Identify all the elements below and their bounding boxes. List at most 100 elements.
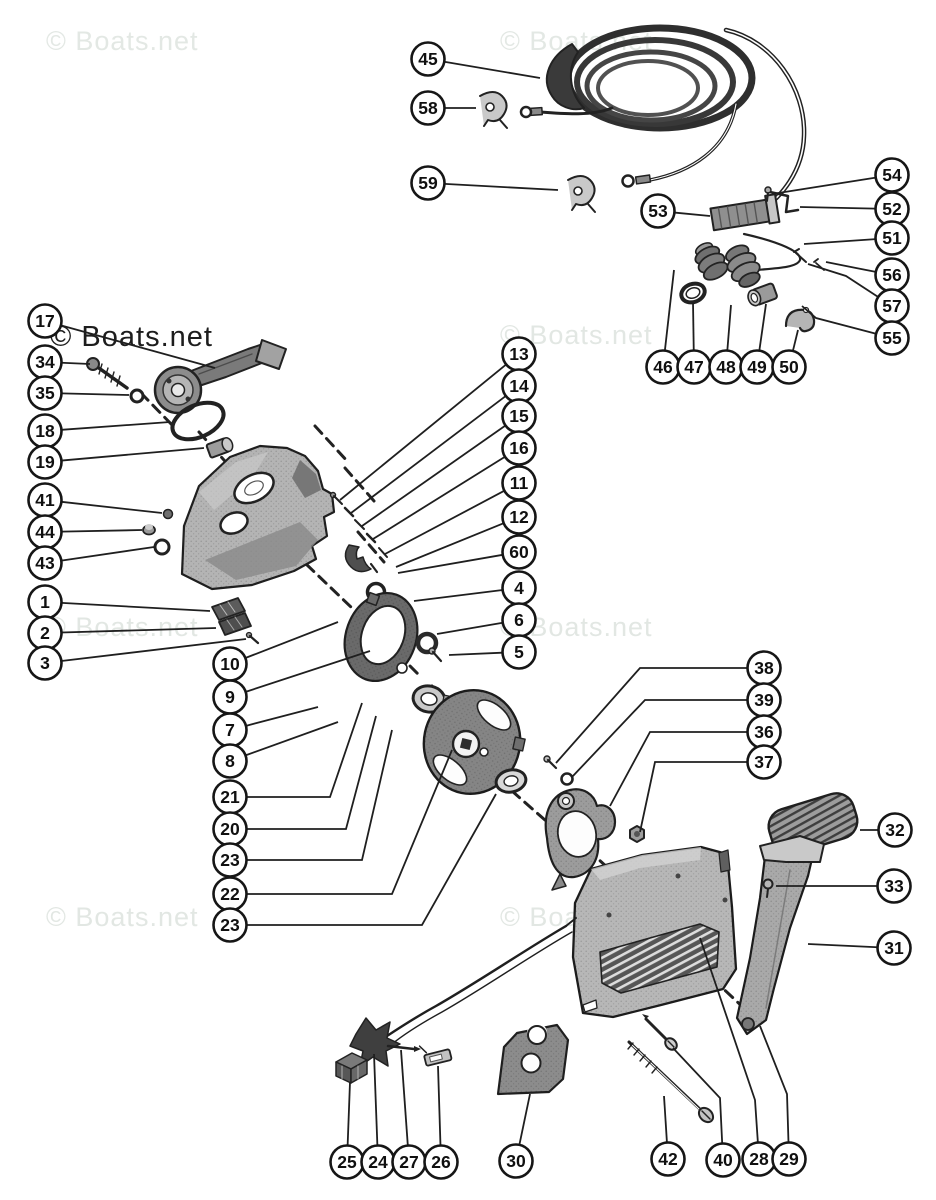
part-bolt-40: [642, 1014, 678, 1051]
part-retainer-52: [768, 190, 800, 214]
callout-37: 37: [639, 744, 782, 833]
leader-line: [448, 651, 503, 656]
watermark-text: © Boats.net: [50, 321, 213, 353]
leader-line: [61, 546, 155, 562]
callout-number: 39: [754, 690, 774, 710]
callout-number: 56: [882, 265, 902, 285]
callout-number: 25: [337, 1152, 357, 1172]
leader-line: [346, 1081, 351, 1146]
callout-circle: [746, 744, 782, 780]
part-grommet-47: [679, 281, 707, 305]
part-control-handle-17: [153, 339, 287, 415]
leader-line: [726, 304, 732, 351]
callout-48: 48: [708, 304, 744, 385]
leader-line: [245, 650, 371, 693]
callout-number: 4: [514, 578, 524, 598]
callout-number: 55: [882, 328, 902, 348]
part-spacer-stack: [211, 597, 260, 645]
leader-line: [246, 749, 453, 895]
part-clip-50: [784, 306, 816, 333]
callout-number: 19: [35, 452, 55, 472]
callout-54: 54: [771, 157, 910, 195]
leader-line: [61, 638, 247, 662]
callout-number: 58: [418, 98, 438, 118]
leader-line: [444, 182, 559, 191]
leader-line: [61, 392, 130, 396]
leader-line: [246, 793, 497, 926]
callout-number: 30: [506, 1151, 526, 1171]
callout-number: 37: [754, 752, 773, 772]
callout-number: 27: [399, 1152, 418, 1172]
callout-43: 43: [27, 545, 155, 581]
callout-number: 38: [754, 658, 774, 678]
leader-line: [663, 1095, 668, 1143]
callout-circle: [27, 303, 63, 339]
leader-line: [436, 621, 503, 635]
part-cam-ring-4: [343, 591, 419, 683]
callout-circle: [876, 930, 912, 966]
leader-line: [350, 395, 507, 514]
callout-49: 49: [739, 303, 775, 385]
leader-line: [246, 729, 393, 861]
leader-line: [372, 455, 506, 540]
callout-circle: [410, 165, 446, 201]
part-screw-33: [762, 878, 774, 898]
leader-line: [61, 421, 171, 431]
leader-line: [413, 589, 503, 602]
leader-line: [699, 937, 759, 1143]
leader-line: [639, 761, 748, 833]
leader-line: [759, 1025, 790, 1143]
callout-circle: [423, 1144, 459, 1180]
callout-circle: [27, 545, 63, 581]
part-nut-37: [629, 825, 645, 843]
callout-5: 5: [448, 634, 537, 670]
callout-number: 51: [882, 228, 902, 248]
callout-number: 2: [40, 623, 50, 643]
callout-11: 11: [384, 465, 537, 555]
part-small-hardware-set: [329, 491, 388, 603]
callout-circle: [501, 430, 537, 466]
leader-line: [384, 489, 505, 555]
callout-circle: [771, 349, 807, 385]
callout-40: 40: [672, 1047, 741, 1178]
leader-line: [771, 176, 876, 195]
callout-35: 35: [27, 375, 130, 411]
callout-circle: [27, 375, 63, 411]
leader-line: [799, 206, 876, 210]
part-connector-cluster: [679, 242, 825, 333]
leader-line: [672, 1047, 724, 1144]
callout-circle: [501, 534, 537, 570]
callout-circle: [705, 1142, 741, 1178]
callout-number: 53: [648, 201, 668, 221]
part-bolt-42: [627, 1040, 715, 1124]
part-bracket-30: [496, 1023, 570, 1096]
callout-24: 24: [360, 1053, 396, 1180]
callout-number: 18: [35, 421, 55, 441]
part-fasteners-41-44-43: [142, 508, 174, 556]
callout-32: 32: [860, 812, 913, 848]
callout-number: 60: [509, 542, 529, 562]
callout-12: 12: [395, 499, 537, 568]
leader-line: [807, 943, 878, 949]
callout-23: 23: [212, 729, 393, 878]
callout-circle: [874, 320, 910, 356]
callout-16: 16: [372, 430, 537, 540]
callout-number: 52: [882, 199, 902, 219]
callout-number: 50: [779, 357, 799, 377]
cable-eyelet: [621, 174, 635, 188]
leader-line: [245, 706, 319, 727]
callout-30: 30: [498, 1093, 534, 1179]
callout-number: 13: [509, 344, 529, 364]
callout-6: 6: [436, 602, 537, 638]
leader-line: [803, 238, 876, 245]
callout-number: 5: [514, 642, 524, 662]
callout-number: 42: [658, 1149, 678, 1169]
cable-eyelet: [519, 105, 533, 119]
callout-47: 47: [676, 301, 712, 385]
part-bushing-19: [205, 437, 234, 459]
part-throttle-gear-disc: [422, 688, 526, 796]
leader-line: [674, 211, 711, 217]
callout-number: 11: [510, 473, 529, 493]
callout-number: 29: [779, 1149, 799, 1169]
